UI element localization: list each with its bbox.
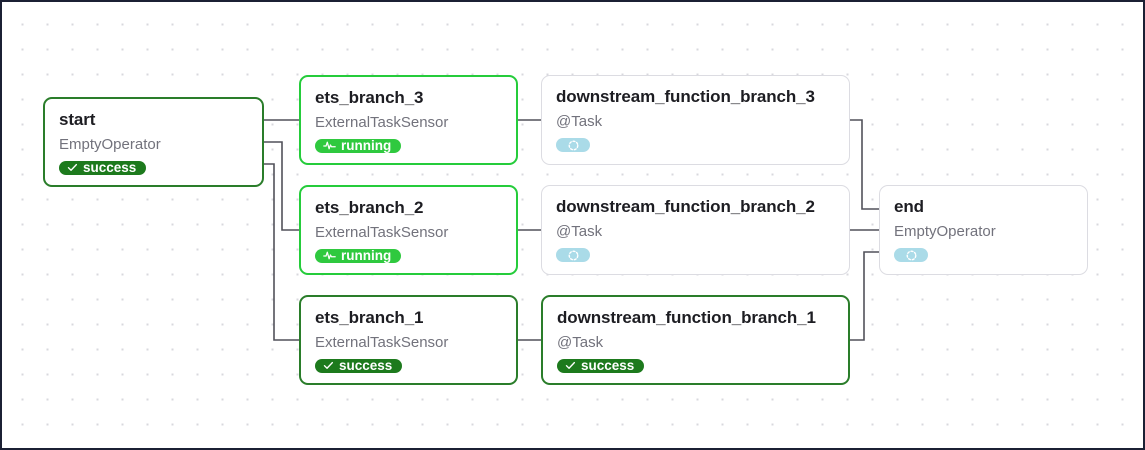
node-ets-branch-1[interactable]: ets_branch_1 ExternalTaskSensor success: [299, 295, 518, 385]
node-subtitle: @Task: [556, 113, 603, 131]
status-badge-label: success: [83, 160, 137, 176]
node-downstream-function-branch-3[interactable]: downstream_function_branch_3 @Task: [541, 75, 850, 165]
status-badge: success: [315, 358, 403, 374]
status-badge: [556, 248, 590, 262]
node-subtitle: EmptyOperator: [894, 223, 996, 241]
node-downstream-function-branch-1[interactable]: downstream_function_branch_1 @Task succe…: [541, 295, 850, 385]
status-badge-label: success: [339, 358, 393, 374]
edge-downstream-3-to-end: [850, 119, 879, 210]
node-title: downstream_function_branch_3: [556, 87, 815, 106]
check-icon: [565, 360, 576, 371]
check-icon: [67, 162, 78, 173]
status-badge: running: [315, 248, 402, 264]
node-downstream-function-branch-2[interactable]: downstream_function_branch_2 @Task: [541, 185, 850, 275]
node-subtitle: @Task: [556, 223, 603, 241]
node-subtitle: ExternalTaskSensor: [315, 114, 449, 132]
status-badge: [556, 138, 590, 152]
status-badge: [894, 248, 928, 262]
check-icon: [323, 360, 334, 371]
edge-start-to-ets-branch-2: [264, 141, 299, 231]
node-subtitle: @Task: [557, 334, 604, 352]
node-title: downstream_function_branch_1: [557, 308, 816, 327]
node-title: ets_branch_3: [315, 88, 424, 107]
status-badge: success: [59, 160, 147, 176]
dashed-circle-icon: [567, 249, 580, 262]
node-ets-branch-2[interactable]: ets_branch_2 ExternalTaskSensor running: [299, 185, 518, 275]
pulse-icon: [323, 140, 336, 151]
node-title: ets_branch_1: [315, 308, 424, 327]
status-badge-label: success: [581, 358, 635, 374]
node-subtitle: ExternalTaskSensor: [315, 224, 449, 242]
node-ets-branch-3[interactable]: ets_branch_3 ExternalTaskSensor running: [299, 75, 518, 165]
node-subtitle: ExternalTaskSensor: [315, 334, 449, 352]
node-start[interactable]: start EmptyOperator success: [43, 97, 264, 187]
node-subtitle: EmptyOperator: [59, 136, 161, 154]
dashed-circle-icon: [905, 249, 918, 262]
node-end[interactable]: end EmptyOperator: [879, 185, 1088, 275]
status-badge: running: [315, 138, 402, 154]
edge-downstream-1-to-end: [850, 251, 879, 341]
status-badge-label: running: [341, 138, 392, 154]
pulse-icon: [323, 250, 336, 261]
node-title: end: [894, 197, 924, 216]
node-title: start: [59, 110, 96, 129]
node-title: ets_branch_2: [315, 198, 424, 217]
node-title: downstream_function_branch_2: [556, 197, 815, 216]
dashed-circle-icon: [567, 139, 580, 152]
status-badge: success: [557, 358, 645, 374]
edge-start-to-ets-branch-1: [264, 163, 299, 341]
status-badge-label: running: [341, 248, 392, 264]
